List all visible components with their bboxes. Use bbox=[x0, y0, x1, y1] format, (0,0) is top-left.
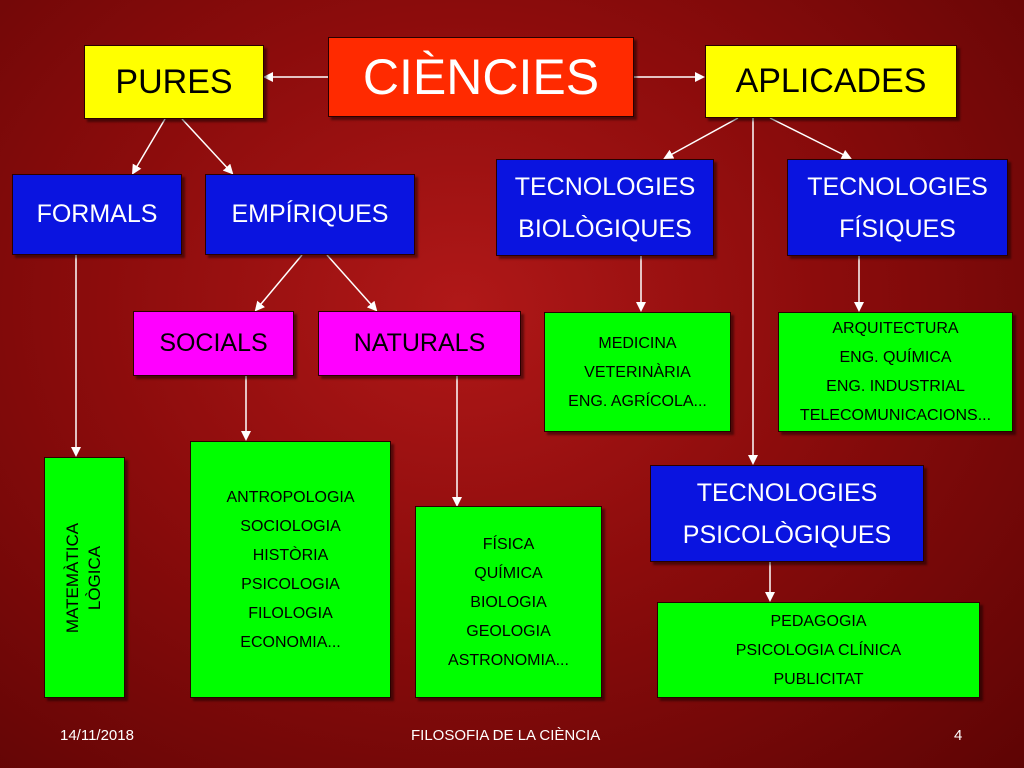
socials-item: ECONOMIA... bbox=[240, 633, 341, 651]
node-socials: SOCIALS bbox=[133, 311, 294, 376]
fisiques-item: ARQUITECTURA bbox=[832, 320, 959, 337]
naturals-item: GEOLOGIA bbox=[466, 622, 551, 640]
node-socials-label: SOCIALS bbox=[159, 329, 268, 357]
node-empiriques: EMPÍRIQUES bbox=[205, 174, 415, 255]
node-aplicades: APLICADES bbox=[705, 45, 957, 118]
formals-item: LÒGICA bbox=[85, 545, 105, 610]
node-ciencies: CIÈNCIES bbox=[328, 37, 634, 117]
node-psicologiques-list: PEDAGOGIA PSICOLOGIA CLÍNICA PUBLICITAT bbox=[657, 602, 980, 698]
tec-biologiques-line1: TECNOLOGIES bbox=[514, 172, 696, 201]
arrow-empiriques-socials bbox=[254, 254, 303, 312]
arrow-pures-formals bbox=[131, 118, 166, 175]
node-ciencies-label: CIÈNCIES bbox=[362, 49, 600, 105]
node-formals: FORMALS bbox=[12, 174, 182, 255]
socials-item: SOCIOLOGIA bbox=[240, 517, 341, 535]
tec-fisiques-line1: TECNOLOGIES bbox=[807, 172, 988, 201]
arrow-aplicades-fisiques bbox=[769, 117, 852, 159]
node-fisiques-list: ARQUITECTURA ENG. QUÍMICA ENG. INDUSTRIA… bbox=[778, 312, 1013, 432]
node-naturals: NATURALS bbox=[318, 311, 521, 376]
biologiques-item: MEDICINA bbox=[598, 334, 677, 352]
footer-page-number: 4 bbox=[954, 727, 963, 744]
node-formals-list: MATEMÀTICA LÒGICA bbox=[44, 457, 125, 698]
node-formals-label: FORMALS bbox=[36, 200, 158, 228]
arrow-empiriques-naturals bbox=[326, 254, 378, 312]
tec-psicologiques-line2: PSICOLÒGIQUES bbox=[682, 520, 892, 549]
node-naturals-list: FÍSICA QUÍMICA BIOLOGIA GEOLOGIA ASTRONO… bbox=[415, 506, 602, 698]
tec-fisiques-line2: FÍSIQUES bbox=[839, 214, 956, 243]
node-empiriques-label: EMPÍRIQUES bbox=[231, 200, 389, 228]
naturals-item: ASTRONOMIA... bbox=[448, 651, 569, 669]
fisiques-item: ENG. INDUSTRIAL bbox=[826, 378, 965, 395]
node-pures: PURES bbox=[84, 45, 264, 119]
biologiques-item: VETERINÀRIA bbox=[584, 363, 691, 381]
naturals-item: QUÍMICA bbox=[474, 564, 543, 582]
fisiques-item: TELECOMUNICACIONS... bbox=[799, 407, 992, 424]
node-tec-fisiques: TECNOLOGIES FÍSIQUES bbox=[787, 159, 1008, 256]
fisiques-item: ENG. QUÍMICA bbox=[839, 349, 952, 366]
tec-psicologiques-line1: TECNOLOGIES bbox=[696, 478, 878, 507]
tec-biologiques-line2: BIOLÒGIQUES bbox=[518, 214, 692, 243]
footer-title: FILOSOFIA DE LA CIÈNCIA bbox=[411, 727, 601, 744]
psicologiques-item: PSICOLOGIA CLÍNICA bbox=[735, 641, 902, 659]
socials-item: ANTROPOLOGIA bbox=[226, 488, 355, 506]
node-naturals-label: NATURALS bbox=[353, 329, 486, 357]
socials-item: PSICOLOGIA bbox=[241, 575, 340, 593]
node-tec-psicologiques: TECNOLOGIES PSICOLÒGIQUES bbox=[650, 465, 924, 562]
node-socials-list: ANTROPOLOGIA SOCIOLOGIA HISTÒRIA PSICOLO… bbox=[190, 441, 391, 698]
formals-list-vertical: MATEMÀTICA LÒGICA bbox=[63, 522, 107, 632]
arrow-aplicades-biologiques bbox=[663, 117, 739, 159]
formals-item: MATEMÀTICA bbox=[63, 522, 83, 633]
socials-item: HISTÒRIA bbox=[252, 546, 329, 564]
psicologiques-item: PUBLICITAT bbox=[773, 670, 864, 688]
biologiques-item: ENG. AGRÍCOLA... bbox=[568, 392, 707, 410]
node-tec-biologiques: TECNOLOGIES BIOLÒGIQUES bbox=[496, 159, 714, 256]
footer-date: 14/11/2018 bbox=[60, 727, 134, 744]
arrow-pures-empiriques bbox=[181, 118, 234, 175]
node-aplicades-label: APLICADES bbox=[735, 62, 927, 100]
naturals-item: FÍSICA bbox=[482, 535, 535, 553]
naturals-item: BIOLOGIA bbox=[470, 593, 547, 611]
socials-item: FILOLOGIA bbox=[248, 604, 333, 622]
node-pures-label: PURES bbox=[115, 62, 233, 101]
node-biologiques-list: MEDICINA VETERINÀRIA ENG. AGRÍCOLA... bbox=[544, 312, 731, 432]
psicologiques-item: PEDAGOGIA bbox=[770, 612, 867, 630]
